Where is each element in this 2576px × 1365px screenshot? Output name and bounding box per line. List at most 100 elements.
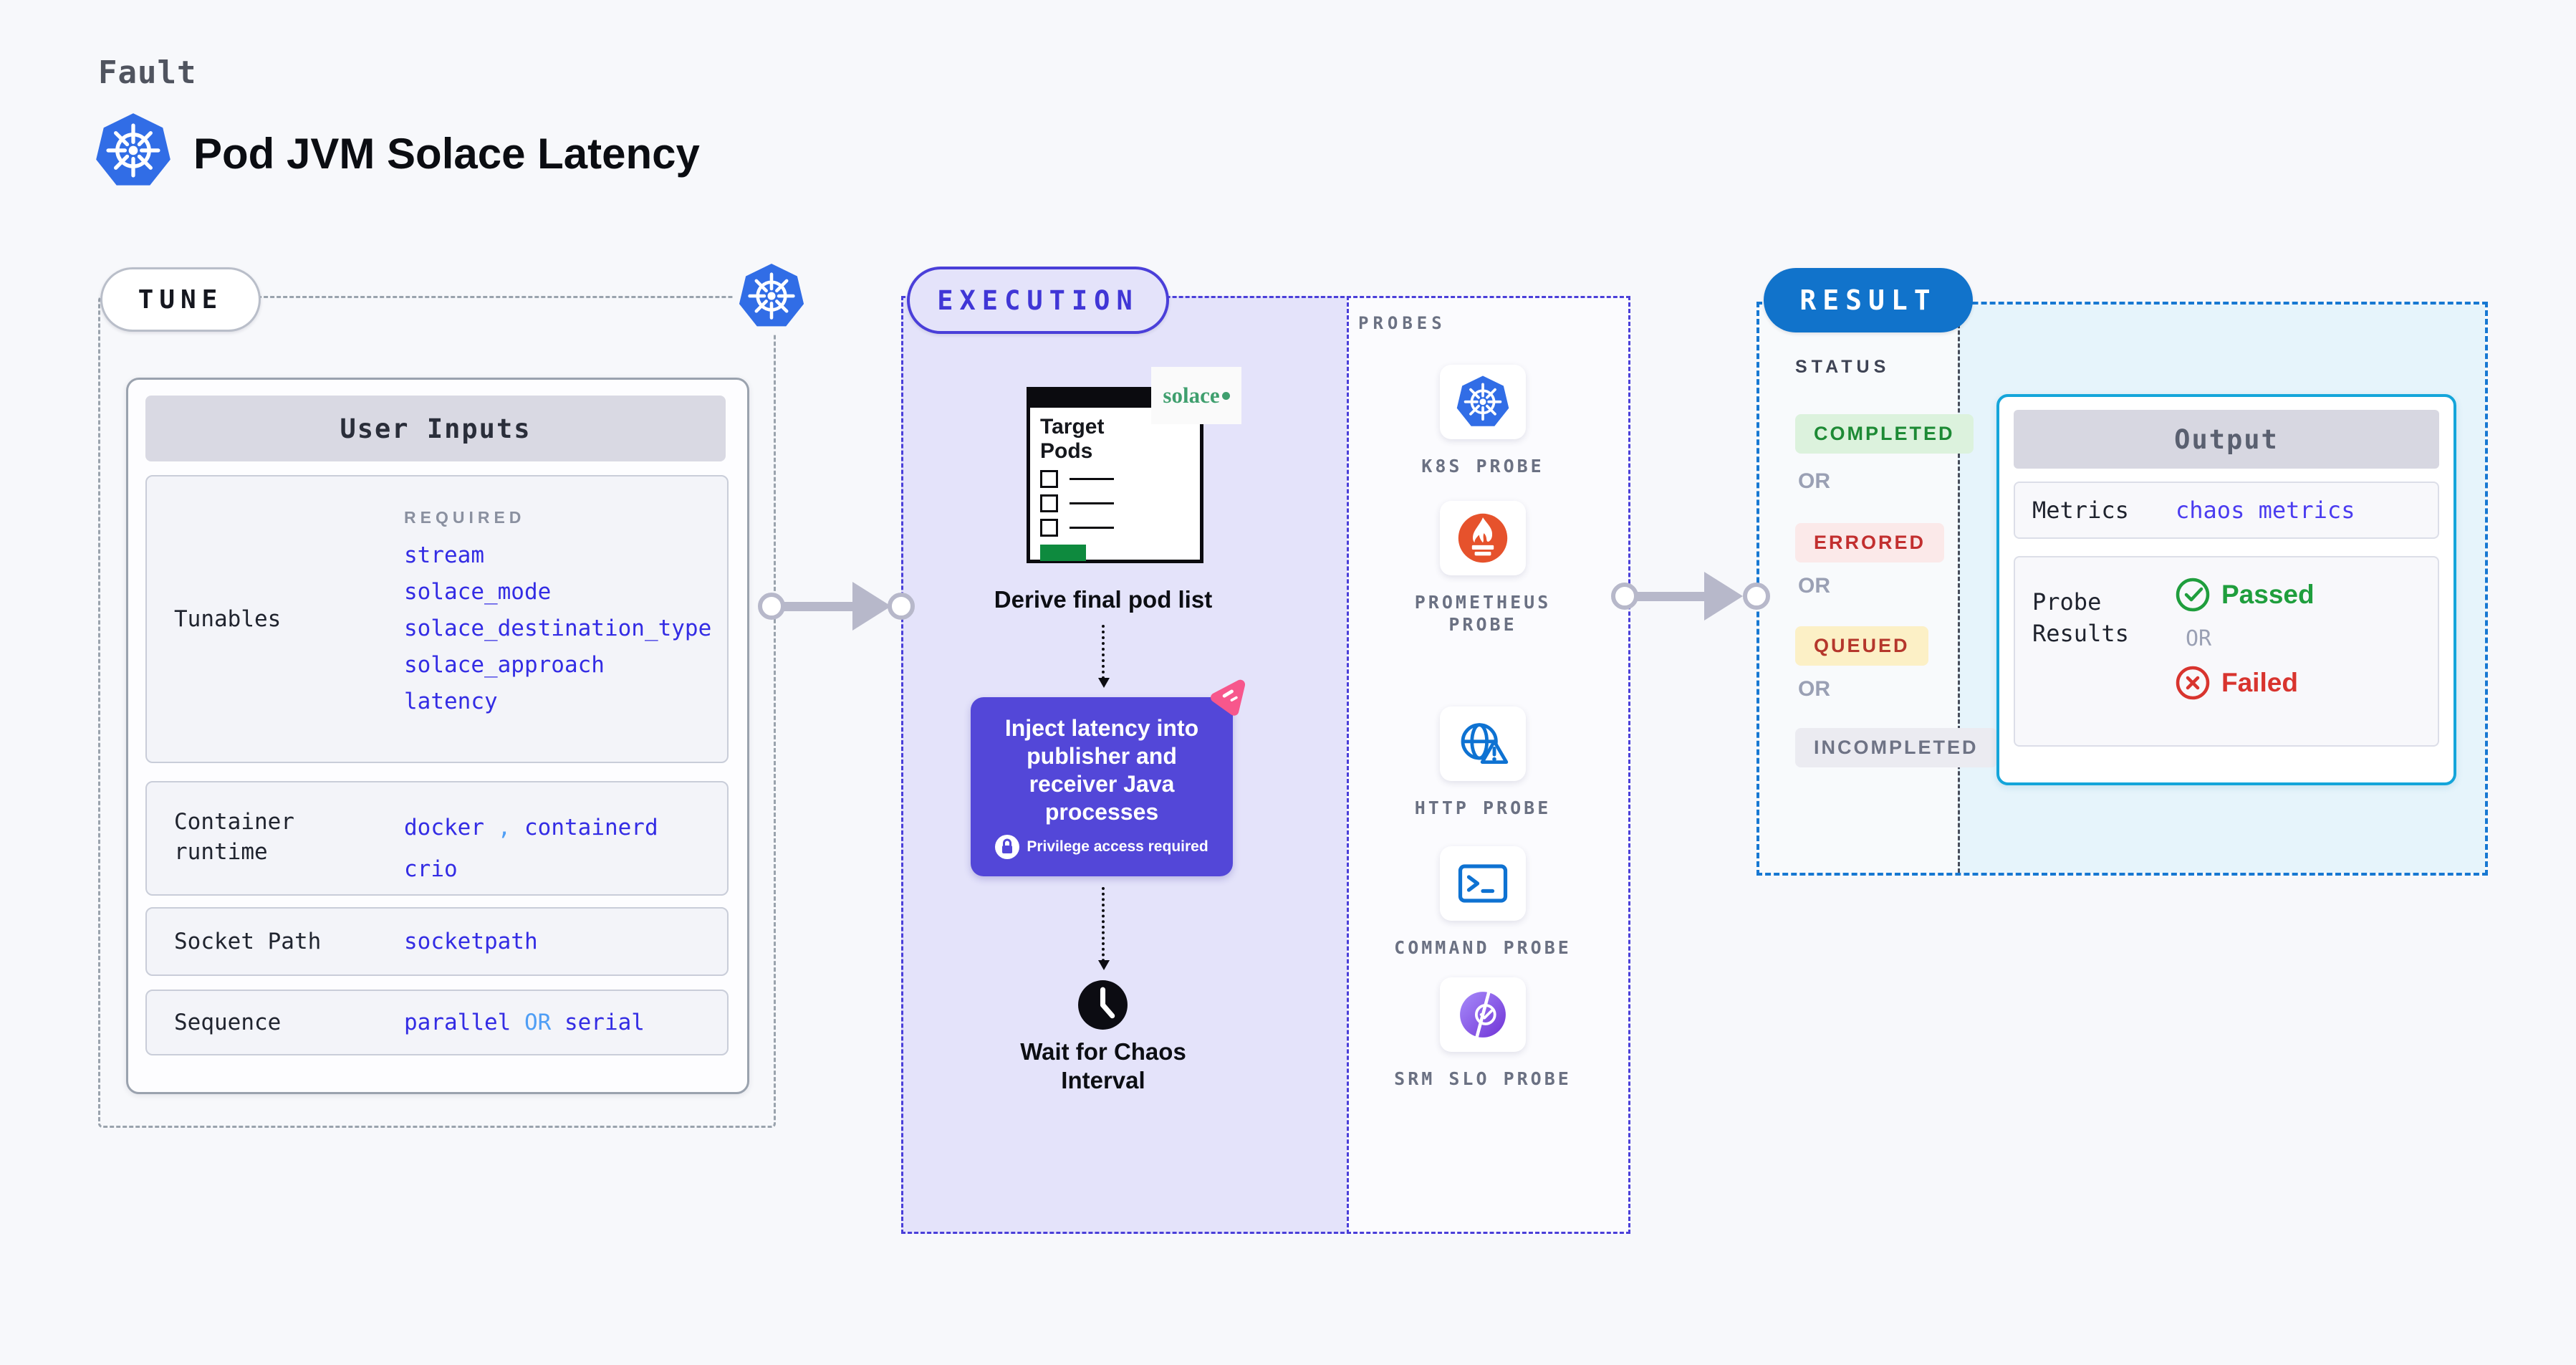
- x-circle-icon: [2176, 666, 2210, 700]
- tunables-row: Tunables REQUIRED stream solace_mode sol…: [145, 475, 729, 763]
- sequence-option: parallel: [404, 1010, 511, 1035]
- or-label: OR: [1798, 469, 1830, 493]
- flow-arrow-head: [1704, 572, 1743, 621]
- status-badge-incompleted: INCOMPLETED: [1795, 728, 1997, 767]
- output-panel: Output Metrics chaos metrics Probe Resul…: [1996, 394, 2456, 785]
- runtime-value: docker: [404, 815, 484, 840]
- user-inputs-header: User Inputs: [145, 396, 726, 461]
- probe-card: [1440, 977, 1526, 1052]
- probes-label: PROBES: [1358, 313, 1446, 333]
- metrics-label: Metrics: [2032, 497, 2129, 524]
- derive-pod-list-caption: Derive final pod list: [994, 586, 1213, 613]
- runtime-value: containerd: [524, 815, 658, 840]
- pod-list-item: [1040, 470, 1190, 488]
- flow-arrow-head: [852, 582, 891, 631]
- http-globe-icon: [1461, 723, 1509, 764]
- solace-logo-dot: [1221, 391, 1230, 400]
- tunable-value: solace_mode: [404, 579, 552, 605]
- probe-results-label: Probe Results: [2032, 588, 2129, 647]
- list-line: [1070, 502, 1114, 504]
- connector-node: [758, 593, 785, 620]
- wait-chaos-interval-caption: Wait for Chaos Interval: [1020, 1038, 1186, 1093]
- status-badge-completed: COMPLETED: [1795, 414, 1974, 454]
- tune-pill: TUNE: [100, 267, 261, 332]
- checkbox-icon: [1040, 519, 1058, 537]
- failed-text: Failed: [2221, 668, 2298, 697]
- probe-item-http: HTTP PROBE: [1390, 707, 1576, 819]
- tunable-value: solace_approach: [404, 652, 605, 678]
- prometheus-icon: [1458, 513, 1508, 563]
- passed-text: Passed: [2221, 580, 2315, 609]
- container-runtime-label: Container runtime: [174, 809, 294, 865]
- tunables-label: Tunables: [174, 606, 282, 632]
- privilege-badge: Privilege access required: [995, 835, 1208, 859]
- probe-item-command: COMMAND PROBE: [1390, 846, 1576, 959]
- target-pods-title: Target Pods: [1040, 415, 1105, 463]
- flow-arrow-shaft: [781, 602, 855, 611]
- probe-label: K8S PROBE: [1421, 456, 1544, 476]
- sequence-value: parallel OR serial: [404, 1010, 645, 1035]
- probe-label: COMMAND PROBE: [1394, 937, 1572, 958]
- user-inputs-card: User Inputs Tunables REQUIRED stream sol…: [126, 378, 749, 1094]
- tune-kubernetes-badge: [734, 259, 809, 335]
- connector-node: [1743, 583, 1770, 610]
- dotted-flow-arrow: [1098, 625, 1110, 688]
- status-badge-errored: ERRORED: [1795, 523, 1945, 562]
- checkbox-icon: [1040, 494, 1058, 512]
- dotted-flow-arrow: [1098, 887, 1110, 970]
- pod-list-item: [1040, 494, 1190, 512]
- container-runtime-row: Container runtime docker , containerd cr…: [145, 781, 729, 896]
- probe-item-prometheus: PROMETHEUS PROBE: [1390, 501, 1576, 636]
- container-runtime-values: docker , containerd crio: [404, 807, 658, 890]
- probe-item-srm-slo: SRM SLO PROBE: [1390, 977, 1576, 1090]
- or-label: OR: [1798, 677, 1830, 701]
- kubernetes-icon: [739, 262, 804, 331]
- tunable-value: solace_destination_type: [404, 616, 712, 641]
- or-label: OR: [2186, 626, 2212, 651]
- socket-path-row: Socket Path socketpath: [145, 907, 729, 976]
- status-badge-queued: QUEUED: [1795, 626, 1928, 666]
- list-line: [1070, 478, 1114, 480]
- privilege-badge-text: Privilege access required: [1027, 838, 1208, 855]
- probe-label: HTTP PROBE: [1414, 798, 1552, 818]
- runtime-value: crio: [404, 856, 458, 882]
- metrics-row: Metrics chaos metrics: [2014, 482, 2439, 539]
- chaos-icon: [1211, 679, 1246, 716]
- socket-path-label: Socket Path: [174, 929, 322, 954]
- connector-node: [888, 593, 915, 620]
- flow-arrow-shaft: [1634, 592, 1707, 601]
- tunable-value: stream: [404, 542, 484, 568]
- clock-icon: [1078, 980, 1128, 1030]
- execution-pill: EXECUTION: [907, 267, 1169, 334]
- check-circle-icon: [2176, 578, 2210, 612]
- inject-latency-text: Inject latency into publisher and receiv…: [1004, 715, 1199, 825]
- solace-logo: solace: [1151, 367, 1241, 424]
- connector-node: [1611, 583, 1638, 610]
- result-pill: RESULT: [1764, 268, 1973, 332]
- probe-card: [1440, 707, 1526, 781]
- probe-results-row: Probe Results Passed OR Failed: [2014, 556, 2439, 747]
- probe-card: [1440, 846, 1526, 921]
- socket-path-value: socketpath: [404, 929, 538, 954]
- or-separator: OR: [524, 1010, 552, 1035]
- fault-eyebrow: Fault: [98, 54, 197, 91]
- terminal-icon: [1458, 864, 1508, 903]
- probe-card: [1440, 365, 1526, 439]
- required-label: REQUIRED: [404, 508, 526, 527]
- kubernetes-icon: [1456, 374, 1509, 428]
- progress-bar: [1040, 545, 1086, 561]
- or-label: OR: [1798, 574, 1830, 598]
- checkbox-icon: [1040, 470, 1058, 488]
- inject-latency-step: Inject latency into publisher and receiv…: [971, 697, 1233, 876]
- passed-result: Passed: [2176, 578, 2315, 612]
- srm-slo-icon: [1460, 992, 1506, 1038]
- pod-list-item: [1040, 519, 1190, 537]
- sequence-option: serial: [564, 1010, 645, 1035]
- metrics-value: chaos metrics: [2176, 497, 2355, 524]
- sequence-label: Sequence: [174, 1010, 282, 1035]
- result-divider: [1958, 305, 1960, 873]
- solace-logo-text: solace: [1163, 383, 1220, 408]
- probe-label: PROMETHEUS PROBE: [1414, 592, 1552, 635]
- list-line: [1070, 527, 1114, 529]
